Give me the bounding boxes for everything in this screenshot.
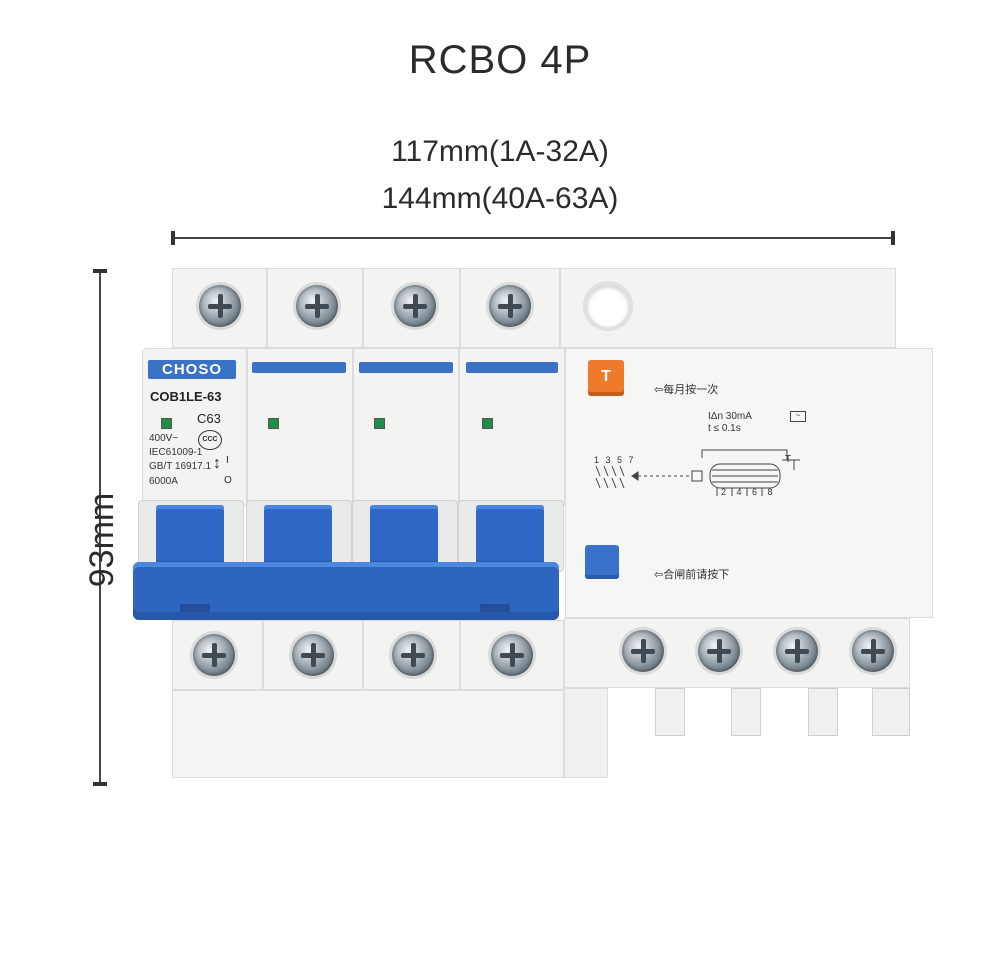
mounting-base <box>172 690 564 778</box>
bottom-terminal-block-rcd <box>564 618 910 688</box>
screw-icon <box>852 630 894 672</box>
toggle-handle-2[interactable] <box>264 505 332 567</box>
test-button-note: ⇦每月按一次 <box>654 384 719 396</box>
indicator-led <box>268 418 279 429</box>
wiring-diagram-icon <box>595 449 800 496</box>
screw-icon <box>622 630 664 672</box>
screw-icon <box>776 630 818 672</box>
reset-button-note: ⇦合闸前请按下 <box>654 569 730 581</box>
spec-line-voltage: 400V~ <box>149 433 179 444</box>
pole-label-bar-3 <box>359 362 453 373</box>
bottom-terminal-block-2 <box>263 620 363 690</box>
spec-line-breaking-capacity: 6000A <box>149 476 178 487</box>
switch-on-label: I <box>226 455 229 466</box>
screw-icon <box>296 285 338 327</box>
test-button-label: T <box>601 368 611 385</box>
spec-line-standard-1: IEC61009-1 <box>149 447 203 458</box>
pole-label-bar-2 <box>252 362 346 373</box>
empty-terminal-hole <box>587 285 629 327</box>
indicator-led <box>482 418 493 429</box>
screw-icon <box>394 285 436 327</box>
switch-direction-arrow-icon: ↕ <box>213 455 221 472</box>
width-label-1: 117mm(1A-32A) <box>391 135 609 168</box>
height-label: 93mm <box>83 492 121 588</box>
bottom-terminal-block-1 <box>172 620 263 690</box>
reset-button[interactable] <box>585 545 619 579</box>
top-terminal-block-2 <box>267 268 363 348</box>
height-dimension-line <box>99 271 101 785</box>
busbar-leg <box>872 688 910 736</box>
screw-icon <box>199 285 241 327</box>
handle-tie-bar[interactable] <box>133 562 559 620</box>
pole-face-1 <box>142 348 247 506</box>
busbar-leg <box>655 688 685 736</box>
width-dimension-line <box>172 237 894 239</box>
spec-line-standard-2: GB/T 16917.1 <box>149 461 212 472</box>
ccc-cert-mark: CCC <box>198 430 222 450</box>
screw-icon <box>489 285 531 327</box>
rating-label: C63 <box>197 411 221 426</box>
pole-label-bar-4 <box>466 362 558 373</box>
indicator-led <box>374 418 385 429</box>
rcd-base <box>564 688 608 778</box>
brand-label: CHOSO <box>161 361 222 378</box>
screw-icon <box>698 630 740 672</box>
terminal-numbers-top: 1 3 5 7 <box>594 455 636 465</box>
trip-time-label: t ≤ 0.1s <box>708 423 741 434</box>
bottom-terminal-block-4 <box>460 620 564 690</box>
test-button[interactable]: T <box>588 360 624 396</box>
brand-logo: CHOSO <box>148 360 236 379</box>
height-dimension-cap-top <box>93 269 107 273</box>
width-label-2: 144mm(40A-63A) <box>381 182 619 215</box>
ccc-cert-text: CCC <box>202 436 218 443</box>
pole-face-4 <box>459 348 565 506</box>
top-terminal-block-4 <box>460 268 560 348</box>
screw-icon <box>193 634 235 676</box>
width-dimension-cap-left <box>171 231 175 245</box>
screw-icon <box>491 634 533 676</box>
pole-face-3 <box>353 348 459 506</box>
indicator-led <box>161 418 172 429</box>
top-terminal-block-3 <box>363 268 460 348</box>
toggle-handle-4[interactable] <box>476 505 544 567</box>
pole-face-2 <box>247 348 353 506</box>
screw-icon <box>292 634 334 676</box>
switch-off-label: O <box>224 475 232 486</box>
height-dimension-cap-bottom <box>93 782 107 786</box>
title: RCBO 4P <box>408 38 592 82</box>
width-dimension-cap-right <box>891 231 895 245</box>
busbar-leg <box>731 688 761 736</box>
top-terminal-block-rcd <box>560 268 896 348</box>
model-label: COB1LE-63 <box>150 389 222 404</box>
test-circuit-t-label: T <box>785 454 792 465</box>
screw-icon <box>392 634 434 676</box>
toggle-handle-1[interactable] <box>156 505 224 567</box>
bottom-terminal-block-3 <box>363 620 460 690</box>
busbar-leg <box>808 688 838 736</box>
top-terminal-block-1 <box>172 268 267 348</box>
residual-current-label: IΔn 30mA <box>708 411 752 422</box>
ac-type-icon: ~ <box>790 411 806 422</box>
terminal-numbers-bottom: 2 4 6 8 <box>721 487 777 497</box>
toggle-handle-3[interactable] <box>370 505 438 567</box>
